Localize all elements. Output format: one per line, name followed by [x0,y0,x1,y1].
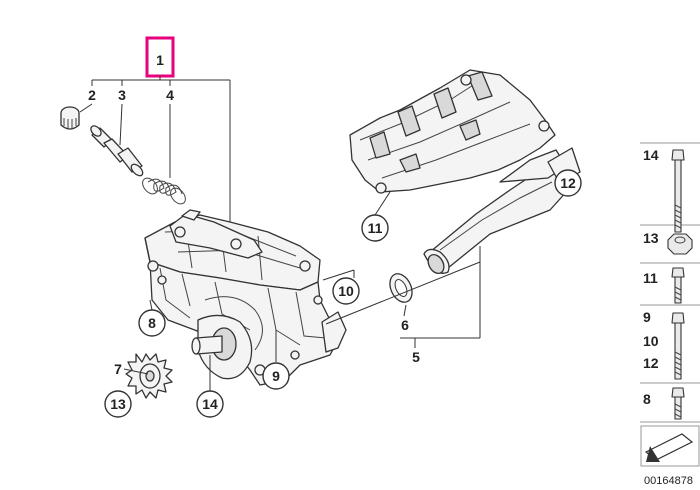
plug-part-2 [60,106,80,130]
short-bolt-icon [671,267,685,304]
oil-pump-housing [144,209,347,386]
panel-label-13: 13 [643,230,659,246]
callout-9[interactable]: 9 [262,362,290,390]
callout-11-label: 11 [368,220,383,236]
callout-4-label[interactable]: 4 [166,87,174,103]
assembly-bracket [91,76,231,225]
callout-10-label: 10 [338,283,354,299]
sprocket-part-13 [125,353,173,399]
callout-13-label: 13 [110,396,126,412]
callout-8-label: 8 [148,315,156,331]
panel-label-9: 9 [643,309,651,325]
panel-label-11: 11 [643,270,658,286]
panel-label-10: 10 [643,333,659,349]
piston-part-3 [90,125,144,177]
callout-1-group[interactable]: 1 [145,36,175,78]
callout-7[interactable]: 7 [114,361,122,377]
callout-6-label: 6 [401,317,409,333]
callout-14-label: 14 [202,396,218,412]
panel-label-12: 12 [643,355,659,371]
spring-part-4 [142,177,186,205]
hex-nut-icon [667,233,693,255]
medium-bolt-icon [671,387,685,420]
callout-5[interactable]: 5 [412,349,420,365]
callout-9-label: 9 [272,368,280,384]
baffle-plate-part-11 [349,69,556,194]
direction-arrow-icon [640,425,700,467]
callout-8[interactable]: 8 [138,309,166,337]
callout-6[interactable]: 6 [401,317,409,333]
panel-label-8: 8 [643,391,651,407]
callout-11[interactable]: 11 [361,214,389,242]
callout-13[interactable]: 13 [104,390,132,418]
callout-2-label[interactable]: 2 [88,87,96,103]
callout-3-label[interactable]: 3 [118,87,126,103]
callout-12[interactable]: 12 [554,169,582,197]
long-bolt-icon [671,312,685,380]
callout-5-label: 5 [412,349,420,365]
hardware-panel: 14 13 11 9 10 12 8 [640,142,700,487]
long-bolt-icon [671,149,685,233]
callout-7-label: 7 [114,361,122,377]
o-ring-part-6 [389,273,413,303]
panel-label-14: 14 [643,147,659,163]
callout-12-label: 12 [560,175,576,191]
drawing-number: 00164878 [644,475,693,487]
callout-10[interactable]: 10 [332,277,360,305]
callout-1-label: 1 [156,52,164,68]
callout-14[interactable]: 14 [196,390,224,418]
